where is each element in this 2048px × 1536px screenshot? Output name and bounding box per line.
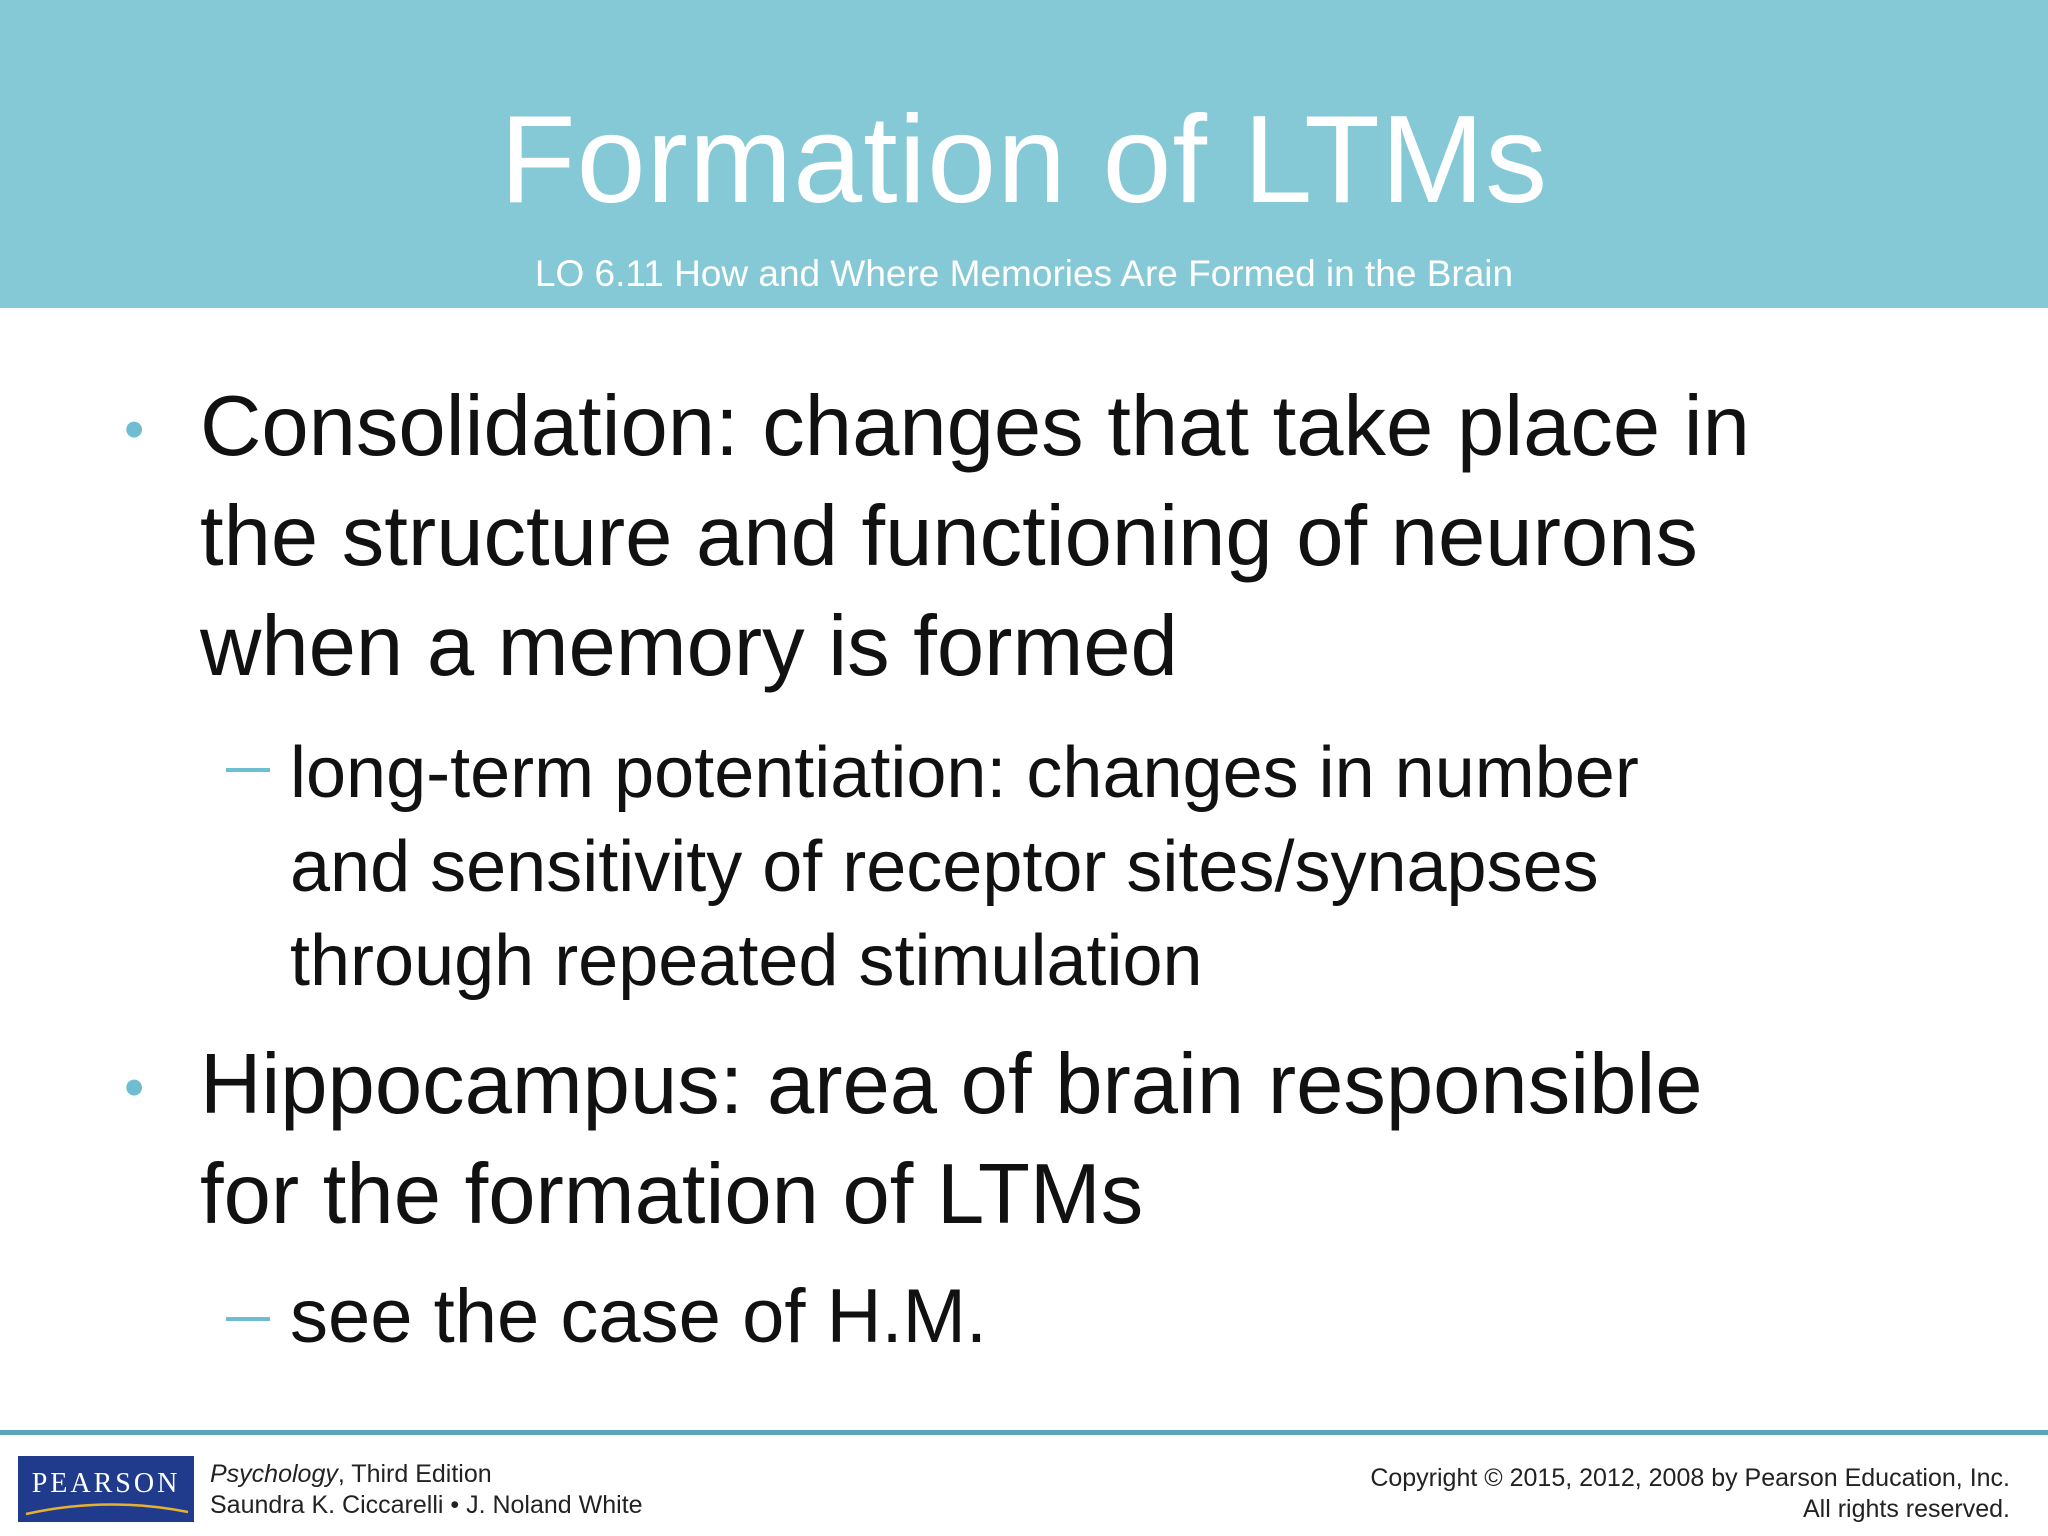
footer-divider bbox=[0, 1430, 2048, 1435]
slide-title: Formation of LTMs bbox=[499, 91, 1549, 229]
bullet-dot-icon: • bbox=[124, 1055, 145, 1120]
sub-bullet-1-line-2: and sensitivity of receptor sites/synaps… bbox=[290, 827, 1599, 907]
logo-wordmark: PEARSON bbox=[31, 1468, 181, 1499]
copyright-line-1: Copyright © 2015, 2012, 2008 by Pearson … bbox=[1370, 1464, 2010, 1492]
sub-bullet-1-line-3: through repeated stimulation bbox=[290, 921, 1203, 1001]
bullet-2-line-1: Hippocampus: area of brain responsible bbox=[200, 1037, 1703, 1132]
book-info: Psychology, Third Edition Saundra K. Cic… bbox=[210, 1459, 643, 1521]
copyright-notice: Copyright © 2015, 2012, 2008 by Pearson … bbox=[1370, 1463, 2010, 1525]
sub-bullet-2-line-1: see the case of H.M. bbox=[290, 1274, 987, 1359]
sub-bullet-dash-icon bbox=[226, 768, 270, 772]
logo-swoosh-icon bbox=[25, 1503, 189, 1516]
bullet-dot-icon: • bbox=[124, 397, 145, 462]
bullet-1-line-3: when a memory is formed bbox=[200, 599, 1178, 694]
slide-subtitle: LO 6.11 How and Where Memories Are Forme… bbox=[534, 253, 1514, 294]
bullet-1-line-2: the structure and functioning of neurons bbox=[200, 489, 1698, 584]
sub-bullet-dash-icon bbox=[226, 1317, 270, 1321]
bullet-2-line-2: for the formation of LTMs bbox=[200, 1147, 1144, 1242]
bullet-1-line-1: Consolidation: changes that take place i… bbox=[200, 379, 1750, 474]
pearson-logo: PEARSON bbox=[18, 1456, 194, 1522]
copyright-line-2: All rights reserved. bbox=[1802, 1495, 2010, 1523]
book-title: Psychology bbox=[210, 1460, 338, 1488]
book-edition: , Third Edition bbox=[337, 1460, 492, 1488]
book-authors: Saundra K. Ciccarelli • J. Noland White bbox=[210, 1491, 643, 1519]
sub-bullet-1-line-1: long-term potentiation: changes in numbe… bbox=[290, 733, 1639, 813]
slide-header: Formation of LTMs LO 6.11 How and Where … bbox=[0, 0, 2048, 308]
